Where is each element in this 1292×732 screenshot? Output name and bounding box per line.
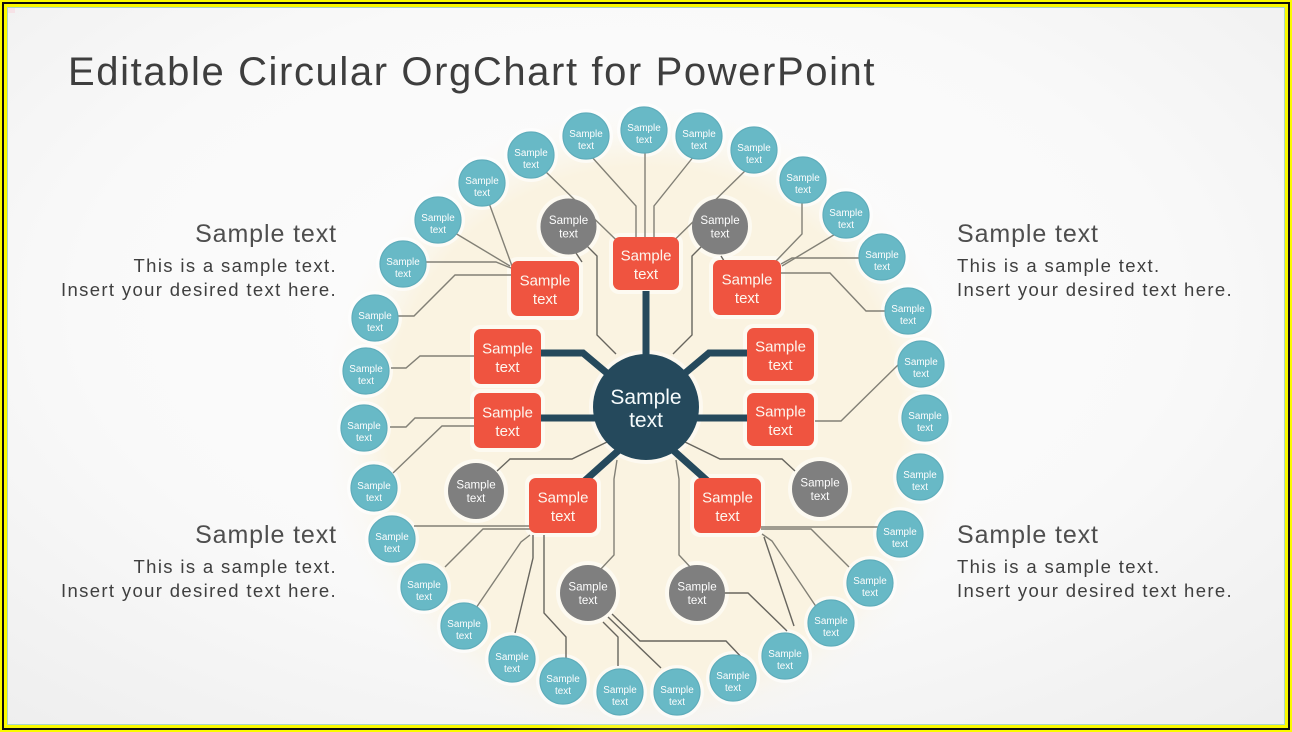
svg-text:Sample: Sample [465, 176, 499, 187]
svg-text:Sample: Sample [904, 357, 938, 368]
svg-text:Sample: Sample [814, 616, 848, 627]
svg-text:text: text [874, 262, 890, 273]
svg-text:text: text [579, 594, 598, 607]
svg-text:text: text [711, 228, 730, 241]
svg-text:text: text [456, 631, 472, 642]
svg-text:Sample: Sample [482, 341, 533, 358]
svg-text:Sample: Sample [482, 405, 533, 422]
svg-text:Sample: Sample [660, 685, 694, 696]
svg-text:text: text [777, 661, 793, 672]
svg-text:Sample: Sample [722, 272, 773, 289]
svg-text:Sample: Sample [700, 214, 739, 227]
svg-text:text: text [691, 141, 707, 152]
svg-text:Sample: Sample [908, 411, 942, 422]
svg-text:text: text [467, 492, 486, 505]
svg-text:Sample: Sample [621, 248, 672, 265]
svg-text:text: text [768, 357, 793, 374]
svg-text:text: text [735, 290, 760, 307]
svg-text:text: text [578, 141, 594, 152]
svg-text:text: text [715, 508, 740, 525]
svg-text:Sample: Sample [800, 477, 839, 490]
svg-text:text: text [366, 493, 382, 504]
svg-text:Sample: Sample [755, 339, 806, 356]
svg-text:Sample: Sample [514, 148, 548, 159]
svg-text:text: text [823, 628, 839, 639]
svg-text:text: text [416, 592, 432, 603]
svg-text:Sample: Sample [538, 490, 589, 507]
svg-text:text: text [838, 220, 854, 231]
svg-text:text: text [523, 160, 539, 171]
svg-text:Sample: Sample [786, 173, 820, 184]
svg-text:text: text [669, 697, 685, 708]
svg-text:text: text [725, 683, 741, 694]
svg-text:Sample: Sample [407, 580, 441, 591]
svg-text:Sample: Sample [829, 208, 863, 219]
svg-text:text: text [395, 269, 411, 280]
svg-text:text: text [551, 508, 576, 525]
svg-text:text: text [768, 422, 793, 439]
svg-text:Sample: Sample [375, 532, 409, 543]
svg-text:Sample: Sample [853, 576, 887, 587]
svg-text:Sample: Sample [891, 304, 925, 315]
svg-text:text: text [495, 423, 520, 440]
svg-text:text: text [688, 594, 707, 607]
svg-text:text: text [746, 155, 762, 166]
svg-text:text: text [634, 266, 659, 283]
svg-text:Sample: Sample [386, 257, 420, 268]
svg-text:Sample: Sample [569, 129, 603, 140]
svg-text:Sample: Sample [447, 619, 481, 630]
svg-text:text: text [358, 376, 374, 387]
svg-text:text: text [795, 185, 811, 196]
svg-text:text: text [356, 433, 372, 444]
svg-text:text: text [629, 409, 663, 432]
svg-text:text: text [892, 539, 908, 550]
svg-text:text: text [555, 686, 571, 697]
svg-text:Sample: Sample [568, 581, 607, 594]
svg-text:Sample: Sample [495, 652, 529, 663]
svg-text:Sample: Sample [357, 481, 391, 492]
svg-text:Sample: Sample [358, 311, 392, 322]
svg-text:text: text [367, 323, 383, 334]
svg-text:Sample: Sample [456, 479, 495, 492]
svg-text:Sample: Sample [549, 214, 588, 227]
svg-text:text: text [495, 359, 520, 376]
svg-text:text: text [917, 423, 933, 434]
svg-text:Sample: Sample [347, 421, 381, 432]
svg-text:text: text [533, 291, 558, 308]
svg-text:Sample: Sample [702, 490, 753, 507]
svg-text:Sample: Sample [520, 273, 571, 290]
svg-text:text: text [913, 369, 929, 380]
svg-text:text: text [811, 490, 830, 503]
svg-text:text: text [504, 664, 520, 675]
svg-text:Sample: Sample [737, 143, 771, 154]
svg-text:Sample: Sample [610, 386, 681, 409]
svg-text:Sample: Sample [603, 685, 637, 696]
svg-text:text: text [430, 225, 446, 236]
svg-text:Sample: Sample [677, 581, 716, 594]
svg-text:text: text [900, 316, 916, 327]
svg-text:Sample: Sample [627, 123, 661, 134]
svg-text:Sample: Sample [768, 649, 802, 660]
svg-text:Sample: Sample [421, 213, 455, 224]
svg-text:Sample: Sample [865, 250, 899, 261]
svg-text:Sample: Sample [546, 674, 580, 685]
svg-text:Sample: Sample [682, 129, 716, 140]
svg-text:text: text [559, 228, 578, 241]
svg-text:text: text [384, 544, 400, 555]
svg-text:text: text [912, 482, 928, 493]
svg-text:text: text [612, 697, 628, 708]
svg-text:text: text [474, 188, 490, 199]
svg-text:Sample: Sample [903, 470, 937, 481]
svg-text:Sample: Sample [349, 364, 383, 375]
svg-text:text: text [636, 135, 652, 146]
svg-text:Sample: Sample [716, 671, 750, 682]
svg-text:Sample: Sample [755, 404, 806, 421]
svg-text:text: text [862, 588, 878, 599]
svg-text:Sample: Sample [883, 527, 917, 538]
